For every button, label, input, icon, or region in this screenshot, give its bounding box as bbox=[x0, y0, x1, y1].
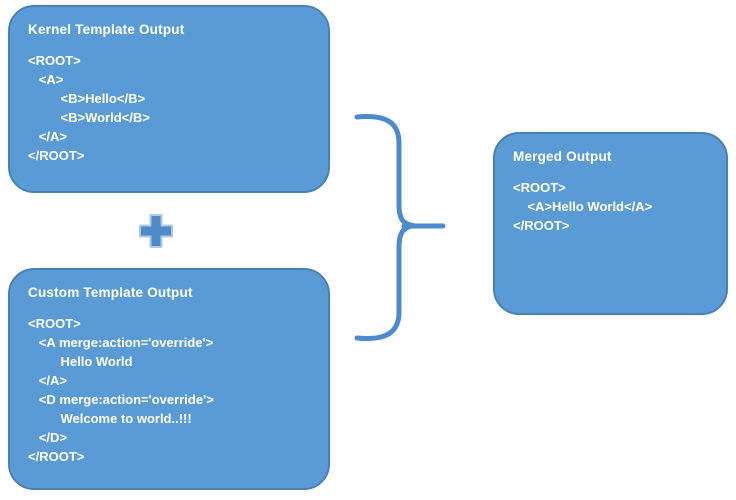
merged-box-title: Merged Output bbox=[513, 149, 612, 164]
curly-brace-icon bbox=[354, 113, 416, 342]
plus-icon bbox=[139, 214, 173, 248]
kernel-box-title: Kernel Template Output bbox=[28, 22, 185, 37]
custom-template-output-box: Custom Template Output <ROOT> <A merge:a… bbox=[8, 268, 330, 490]
kernel-box-code: <ROOT> <A> <B>Hello</B> <B>World</B> </A… bbox=[28, 53, 150, 163]
merged-output-box: Merged Output <ROOT> <A>Hello World</A> … bbox=[493, 132, 728, 315]
merged-box-code: <ROOT> <A>Hello World</A> </ROOT> bbox=[513, 180, 653, 233]
custom-box-title: Custom Template Output bbox=[28, 285, 193, 300]
kernel-template-output-box: Kernel Template Output <ROOT> <A> <B>Hel… bbox=[8, 5, 330, 193]
custom-box-code: <ROOT> <A merge:action='override'> Hello… bbox=[28, 316, 214, 464]
